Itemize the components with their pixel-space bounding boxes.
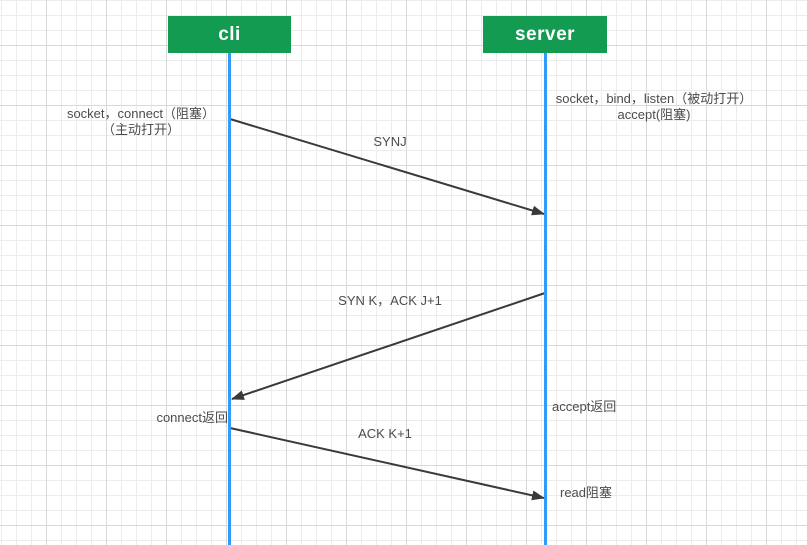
note-read-block[interactable]: read阻塞: [560, 485, 613, 500]
message-arrow-ack[interactable]: [229, 427, 545, 501]
message-label-syn[interactable]: SYNJ: [373, 134, 407, 149]
note-server-init-line1: socket，bind，listen（被动打开）: [555, 91, 753, 106]
note-client-init-line2: （主动打开）: [101, 122, 180, 137]
message-arrow-syn[interactable]: [229, 118, 545, 216]
actor-box-cli[interactable]: cli: [168, 16, 291, 53]
note-server-init[interactable]: socket，bind，listen（被动打开） accept(阻塞): [548, 91, 760, 123]
lifeline-server[interactable]: [544, 53, 547, 545]
note-client-init-line1: socket，connect（阻塞）: [66, 106, 216, 121]
message-label-synack[interactable]: SYN K，ACK J+1: [338, 293, 442, 308]
lifeline-cli[interactable]: [228, 53, 231, 545]
actor-box-server[interactable]: server: [483, 16, 607, 53]
note-accept-return[interactable]: accept返回: [552, 399, 617, 414]
message-label-ack[interactable]: ACK K+1: [358, 426, 412, 441]
message-arrow-synack[interactable]: [231, 292, 546, 400]
note-connect-return[interactable]: connect返回: [156, 410, 228, 425]
note-client-init[interactable]: socket，connect（阻塞） （主动打开）: [52, 106, 230, 138]
note-server-init-line2: accept(阻塞): [617, 107, 691, 122]
